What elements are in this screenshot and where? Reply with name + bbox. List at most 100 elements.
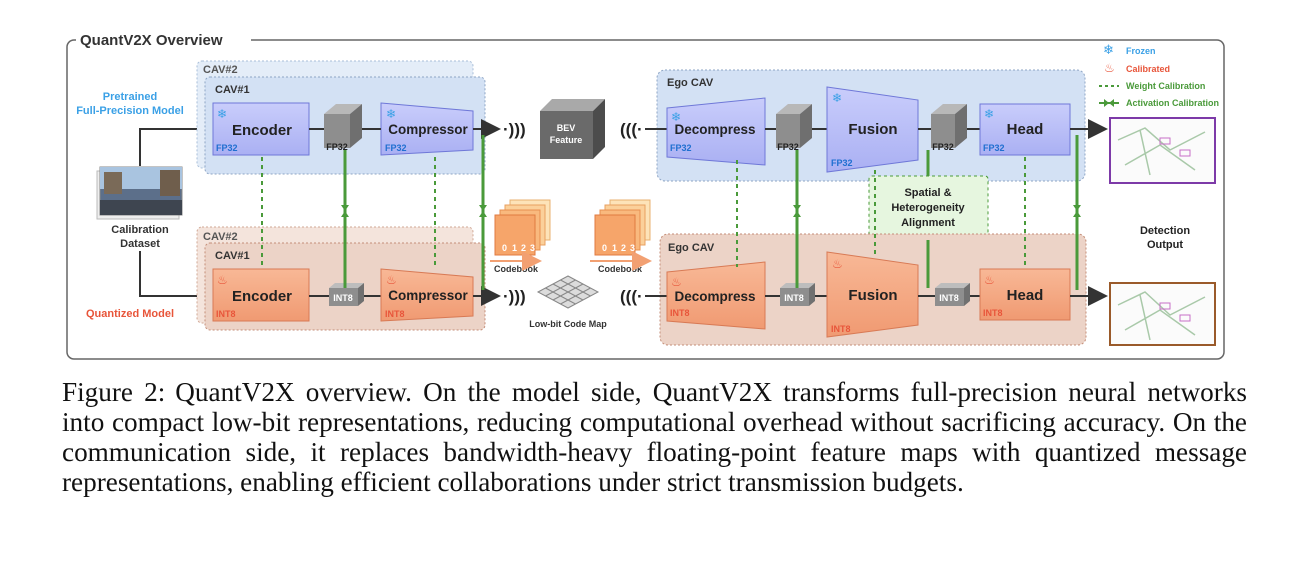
- codebook-left: [494, 199, 551, 256]
- bottom-head-block: [979, 268, 1071, 321]
- bottom-detection-output-image: [1109, 282, 1216, 346]
- dataset-label: Dataset: [120, 238, 160, 250]
- codebook-left-label: Codebook: [494, 264, 539, 274]
- bottom-feature-precision-1: INT8: [333, 293, 353, 303]
- snowflake-icon: ❄: [386, 107, 396, 121]
- codebook-left-digit-3: 3: [530, 243, 535, 253]
- calibration-dataset-image: [96, 166, 183, 220]
- bev-feature-cube: [540, 99, 605, 159]
- bottom-encoder-precision: INT8: [216, 309, 236, 319]
- bottom-head-label: Head: [1007, 287, 1044, 304]
- bottom-decompress-block: [666, 261, 766, 330]
- codebook-right-digit-2: 2: [621, 243, 626, 253]
- top-feature-precision-3: FP32: [932, 142, 954, 152]
- legend: ❄ Frozen ♨ Calibrated Weight Calibration…: [1099, 42, 1219, 108]
- bottom-feature-precision-2: INT8: [784, 293, 804, 303]
- top-detection-output-image: [1109, 117, 1216, 184]
- legend-calibrated: Calibrated: [1126, 64, 1170, 74]
- low-bit-code-map: [536, 275, 600, 309]
- alignment-line-3: Alignment: [901, 217, 955, 229]
- bottom-cav1-label: CAV#1: [215, 250, 250, 262]
- codebook-left-digit-1: 1: [512, 243, 517, 253]
- top-head-block: [979, 103, 1071, 156]
- top-decompress-precision: FP32: [670, 143, 692, 153]
- flame-icon: ♨: [671, 275, 682, 289]
- top-cav1-label: CAV#1: [215, 84, 250, 96]
- top-compressor-precision: FP32: [385, 143, 407, 153]
- bottom-fusion-block: [826, 251, 919, 338]
- top-feature-cube-3: [931, 104, 967, 148]
- bev-label: BEV: [557, 123, 576, 133]
- top-encoder-block: [212, 102, 310, 156]
- receive-icon: (((·: [620, 287, 643, 306]
- codebook-left-digit-0: 0: [502, 243, 507, 253]
- output-label: Output: [1147, 239, 1183, 251]
- codebook-right-digit-0: 0: [602, 243, 607, 253]
- snowflake-icon: ❄: [832, 91, 842, 105]
- transmit-icon: ·))): [503, 287, 526, 306]
- top-feature-cube-1: [324, 104, 362, 148]
- flame-icon: ♨: [832, 257, 843, 271]
- code-map-label: Low-bit Code Map: [529, 319, 607, 329]
- full-precision-label: Full-Precision Model: [76, 105, 184, 117]
- detection-label: Detection: [1140, 225, 1190, 237]
- pretrained-label: Pretrained: [103, 91, 157, 103]
- bottom-encoder-label: Encoder: [232, 288, 292, 305]
- top-compressor-label: Compressor: [388, 122, 468, 137]
- figure-caption: Figure 2:QuantV2X overview. On the model…: [62, 377, 1247, 497]
- alignment-line-1: Spatial &: [904, 187, 951, 199]
- snowflake-icon: ❄: [217, 107, 227, 121]
- bottom-ego-label: Ego CAV: [668, 242, 715, 254]
- bottom-compressor-label: Compressor: [388, 288, 468, 303]
- top-encoder-label: Encoder: [232, 122, 292, 139]
- top-cav2-label: CAV#2: [203, 64, 238, 76]
- top-decompress-block: [666, 97, 766, 166]
- codebook-right-digit-3: 3: [630, 243, 635, 253]
- top-ego-label: Ego CAV: [667, 77, 714, 89]
- snowflake-icon: ❄: [1103, 42, 1114, 57]
- top-head-precision: FP32: [983, 143, 1005, 153]
- caption-text: QuantV2X overview. On the model side, Qu…: [62, 377, 1247, 497]
- codebook-left-digit-2: 2: [521, 243, 526, 253]
- bottom-decompress-precision: INT8: [670, 308, 690, 318]
- top-decompress-label: Decompress: [674, 122, 755, 137]
- feature-label: Feature: [550, 135, 583, 145]
- legend-activation-calibration: Activation Calibration: [1126, 98, 1219, 108]
- snowflake-icon: ❄: [671, 110, 681, 124]
- top-feature-precision-2: FP32: [777, 142, 799, 152]
- bottom-feature-cube-1: [329, 283, 364, 306]
- top-head-label: Head: [1007, 121, 1044, 138]
- bottom-fusion-label: Fusion: [848, 287, 897, 304]
- weight-calibration-links: [261, 157, 1026, 269]
- codebook-right-label: Codebook: [598, 264, 643, 274]
- flame-icon: ♨: [1104, 61, 1115, 75]
- figure-label: Figure 2:: [62, 377, 166, 407]
- bottom-cav2-label: CAV#2: [203, 231, 238, 243]
- snowflake-icon: ❄: [984, 107, 994, 121]
- diagram-title: QuantV2X Overview: [80, 32, 223, 49]
- activation-calibration-links: [341, 135, 1081, 290]
- legend-frozen: Frozen: [1126, 46, 1156, 56]
- top-feature-precision-1: FP32: [326, 142, 348, 152]
- codebook-right-digit-1: 1: [612, 243, 617, 253]
- top-compressor-block: [380, 102, 474, 156]
- top-encoder-precision: FP32: [216, 143, 238, 153]
- flame-icon: ♨: [984, 273, 995, 287]
- bottom-feature-cube-3: [935, 283, 970, 306]
- bottom-compressor-precision: INT8: [385, 309, 405, 319]
- alignment-line-2: Heterogeneity: [891, 202, 965, 214]
- top-fusion-precision: FP32: [831, 158, 853, 168]
- top-feature-cube-2: [776, 104, 812, 148]
- top-fusion-block: [826, 86, 919, 173]
- legend-weight-calibration: Weight Calibration: [1126, 81, 1205, 91]
- receive-icon: (((·: [620, 120, 643, 139]
- bottom-decompress-label: Decompress: [674, 289, 755, 304]
- bottom-compressor-block: [380, 268, 474, 322]
- calibration-label: Calibration: [111, 224, 169, 236]
- flame-icon: ♨: [217, 273, 228, 287]
- top-fusion-label: Fusion: [848, 121, 897, 138]
- flame-icon: ♨: [386, 273, 397, 287]
- transmit-icon: ·))): [503, 120, 526, 139]
- bottom-fusion-precision: INT8: [831, 324, 851, 334]
- quantized-model-label: Quantized Model: [86, 308, 174, 320]
